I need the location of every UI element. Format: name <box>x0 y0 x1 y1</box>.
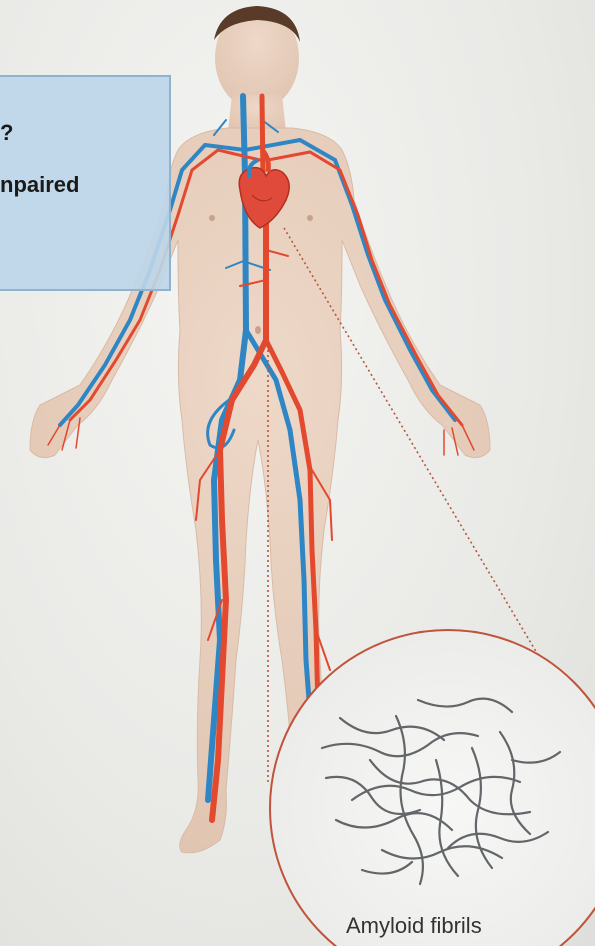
info-box-line-1: ? <box>0 120 13 146</box>
amyloid-fibrils-label: Amyloid fibrils <box>346 913 482 939</box>
info-box-line-2: npaired <box>0 172 79 198</box>
